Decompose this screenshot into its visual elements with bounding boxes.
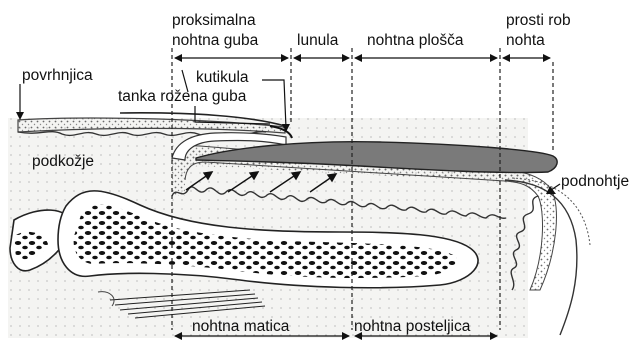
label-lunula: lunula [297, 32, 339, 49]
label-dermis: podkožje [32, 153, 94, 170]
label-epidermis: povrhnjica [22, 67, 93, 84]
label-cuticle: kutikula [196, 69, 249, 86]
label-hyponychium: podnohtje [561, 173, 629, 190]
label-free-edge-1: prosti rob [506, 12, 571, 29]
label-thin-horny-fold: tanka rožena guba [118, 88, 247, 105]
label-proximal-fold-2: nohtna guba [172, 32, 259, 49]
label-nail-plate: nohtna plošča [367, 32, 464, 49]
label-nail-bed: nohtna posteljica [354, 318, 471, 335]
label-nail-matrix: nohtna matica [192, 318, 290, 335]
label-free-edge-2: nohta [506, 32, 545, 49]
label-proximal-fold-1: proksimalna [172, 12, 256, 29]
